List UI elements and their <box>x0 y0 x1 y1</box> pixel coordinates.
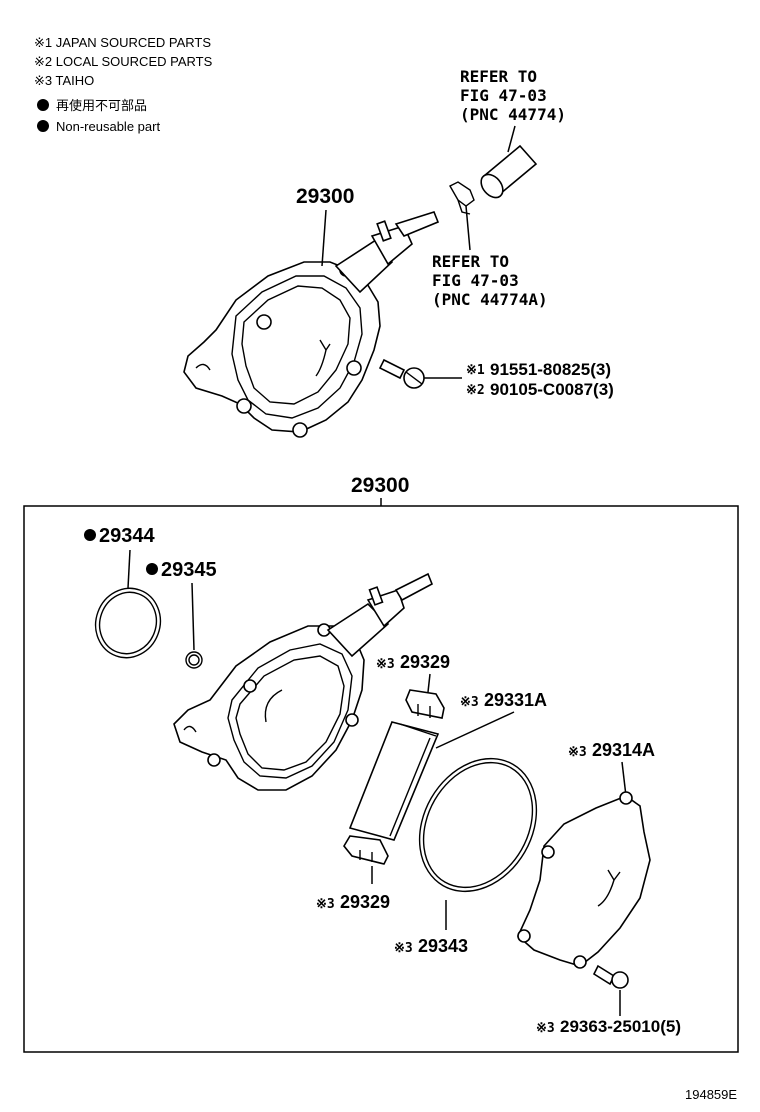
o-ring-small <box>185 651 203 669</box>
legend-nonreusable-jp: 再使用不可部品 <box>56 98 147 113</box>
part-mark-3: ※3 <box>394 941 413 956</box>
vane <box>348 721 440 841</box>
non-reusable-dot-icon <box>146 563 158 575</box>
part-label-29314a: 29314A <box>592 740 655 760</box>
legend-note-1: ※1 JAPAN SOURCED PARTS <box>34 35 211 50</box>
reference-line-2: FIG 47-03 <box>460 86 547 105</box>
reference-line-3: (PNC 44774A) <box>432 290 548 309</box>
non-reusable-dot-icon <box>37 120 49 132</box>
part-mark-3: ※3 <box>376 657 395 672</box>
part-label-29329-lower: 29329 <box>340 892 390 912</box>
part-label-91551-80825: 91551-80825(3) <box>490 360 611 379</box>
part-mark-3: ※3 <box>568 745 587 760</box>
part-label-29300-top: 29300 <box>296 185 354 208</box>
part-mark-3: ※3 <box>460 695 479 710</box>
reference-note-clip: REFER TO FIG 47-03 (PNC 44774A) <box>432 205 548 309</box>
part-label-29345: 29345 <box>161 559 217 581</box>
part-label-29329-upper: 29329 <box>400 652 450 672</box>
legend-note-3: ※3 TAIHO <box>34 73 94 88</box>
hose-clip <box>449 181 475 215</box>
diagram-code: 194859E <box>685 1087 737 1102</box>
part-label-29331a: 29331A <box>484 690 547 710</box>
reference-note-hose: REFER TO FIG 47-03 (PNC 44774) <box>460 67 566 153</box>
part-mark-3: ※3 <box>316 897 335 912</box>
part-mark-3: ※3 <box>536 1021 555 1036</box>
o-ring-large <box>94 587 162 659</box>
legend-note-2: ※2 LOCAL SOURCED PARTS <box>34 54 213 69</box>
part-label-29344: 29344 <box>99 525 155 547</box>
gasket-ring <box>418 757 538 893</box>
part-label-29363-25010: 29363-25010(5) <box>560 1017 681 1036</box>
part-mark-1: ※1 <box>466 363 485 378</box>
part-label-90105-c0087: 90105-C0087(3) <box>490 380 614 399</box>
vane-cap-lower <box>343 835 389 865</box>
part-mark-2: ※2 <box>466 383 485 398</box>
pump-housing <box>173 572 434 791</box>
reference-line-1: REFER TO <box>460 67 537 86</box>
part-label-29343: 29343 <box>418 936 468 956</box>
reference-line-3: (PNC 44774) <box>460 105 566 124</box>
exploded-view-frame <box>23 505 739 1053</box>
pump-cover-plate <box>517 791 651 969</box>
part-label-29300-box: 29300 <box>351 474 409 497</box>
vacuum-pump-assembly <box>183 211 440 438</box>
cover-bolt <box>592 964 629 989</box>
non-reusable-dot-icon <box>84 529 96 541</box>
vacuum-hose <box>480 144 538 199</box>
reference-line-2: FIG 47-03 <box>432 271 519 290</box>
pump-bolt <box>378 358 425 389</box>
vane-cap-upper <box>405 689 445 719</box>
non-reusable-dot-icon <box>37 99 49 111</box>
legend-nonreusable-en: Non-reusable part <box>56 119 160 134</box>
reference-line-1: REFER TO <box>432 252 509 271</box>
legend: ※1 JAPAN SOURCED PARTS ※2 LOCAL SOURCED … <box>34 35 213 134</box>
